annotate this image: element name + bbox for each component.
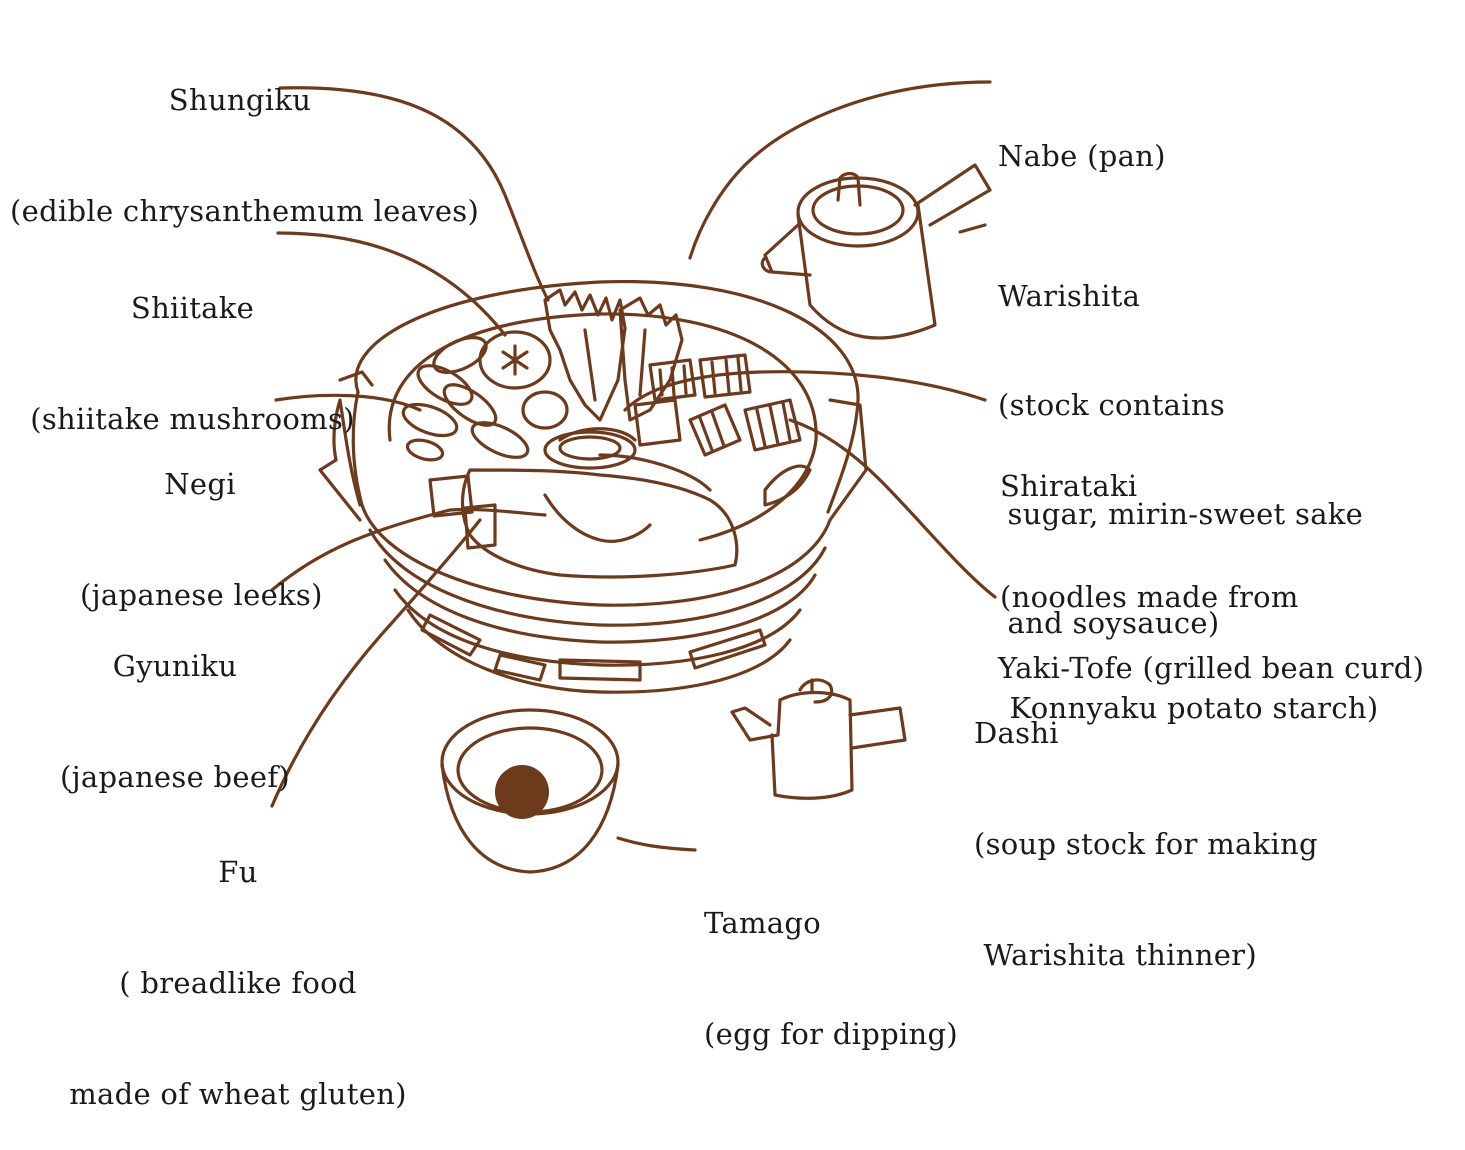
label-fu-desc-2: made of wheat gluten) [68,1076,408,1113]
label-dashi-desc-2: Warishita thinner) [974,937,1318,974]
label-fu-name: Fu [68,854,408,891]
label-gyuniku-name: Gyuniku [60,648,290,685]
label-tamago: Tamago (egg for dipping) [704,831,958,1090]
leader-yakitofu [790,420,995,597]
label-shungiku-name: Shungiku [10,82,470,119]
label-negi-name: Negi [80,466,320,503]
label-dashi: Dashi (soup stock for making Warishita t… [974,641,1318,1011]
dashi-pitcher-icon [732,680,905,798]
label-tamago-name: Tamago [704,905,958,942]
label-shirataki-name: Shirataki [1000,468,1378,505]
tamago-bowl-icon [442,710,618,872]
sukiyaki-diagram: Shungiku (edible chrysanthemum leaves) S… [0,0,1465,906]
label-shiitake-name: Shiitake [30,290,355,327]
leader-tamago [618,838,695,850]
label-dashi-desc-1: (soup stock for making [974,826,1318,863]
label-fu: Fu ( breadlike food made of wheat gluten… [68,780,408,1150]
label-dashi-name: Dashi [974,715,1318,752]
label-tamago-desc: (egg for dipping) [704,1016,958,1053]
nabe-pot-icon [320,282,866,693]
label-warishita-name: Warishita [998,278,1363,315]
label-fu-desc-1: ( breadlike food [68,965,408,1002]
warishita-saucepan-icon [762,165,990,338]
label-nabe-name: Nabe (pan) [998,138,1166,175]
label-nabe: Nabe (pan) [998,64,1166,212]
